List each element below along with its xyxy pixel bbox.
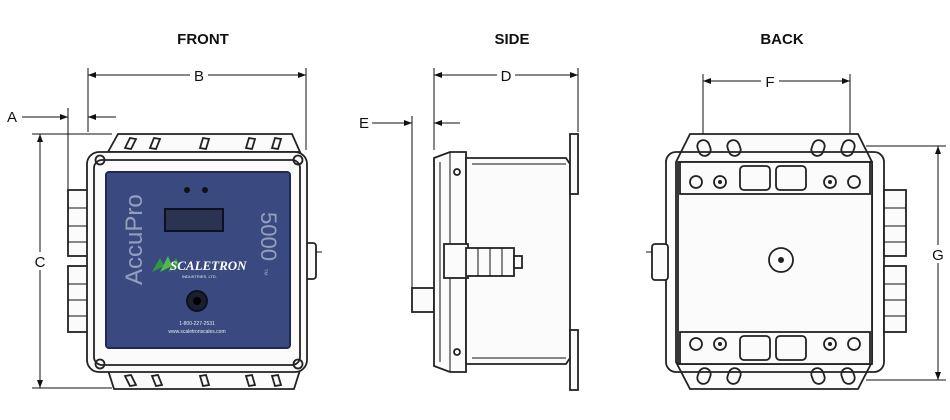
lcd-display <box>164 208 224 232</box>
dimension-c: C <box>31 133 112 389</box>
side-view: D E <box>359 66 579 391</box>
dimension-g-label: G <box>932 247 944 264</box>
front-cable-glands <box>67 189 89 333</box>
dimension-d-label: D <box>501 68 512 85</box>
dimension-b: B <box>87 66 307 150</box>
dimension-c-label: C <box>35 254 46 271</box>
front-panel <box>105 171 291 349</box>
back-cable-glands <box>883 189 907 333</box>
dimension-e-label: E <box>359 115 369 132</box>
dimension-b-label: B <box>194 68 204 85</box>
dimension-e: E <box>359 115 460 290</box>
scaletron-logo: SCALETRON INDUSTRIES, LTD. <box>152 256 247 279</box>
side-view-title: SIDE <box>494 31 529 48</box>
dimension-a: A <box>7 108 116 190</box>
front-view-title: FRONT <box>177 31 229 48</box>
dimension-f-label: F <box>765 74 774 91</box>
logo-subtext: INDUSTRIES, LTD. <box>182 274 217 279</box>
center-mount-hole <box>768 247 794 273</box>
dimension-g: G <box>866 145 947 381</box>
dimension-a-label: A <box>7 109 17 126</box>
website-text: www.scaletronscales.com <box>168 329 225 335</box>
model-mark: ™ <box>260 268 269 276</box>
model-text: 5000 <box>256 212 281 261</box>
brand-text: AccuPro <box>121 194 148 285</box>
side-latch <box>443 243 523 279</box>
front-view: B A C <box>7 66 322 390</box>
back-view-title: BACK <box>760 31 803 48</box>
logo-text: SCALETRON <box>170 258 247 273</box>
phone-text: 1-800-227-2531 <box>179 321 215 327</box>
back-view: F G <box>646 72 947 390</box>
back-latch <box>646 243 669 281</box>
dimension-d: D <box>433 66 579 132</box>
